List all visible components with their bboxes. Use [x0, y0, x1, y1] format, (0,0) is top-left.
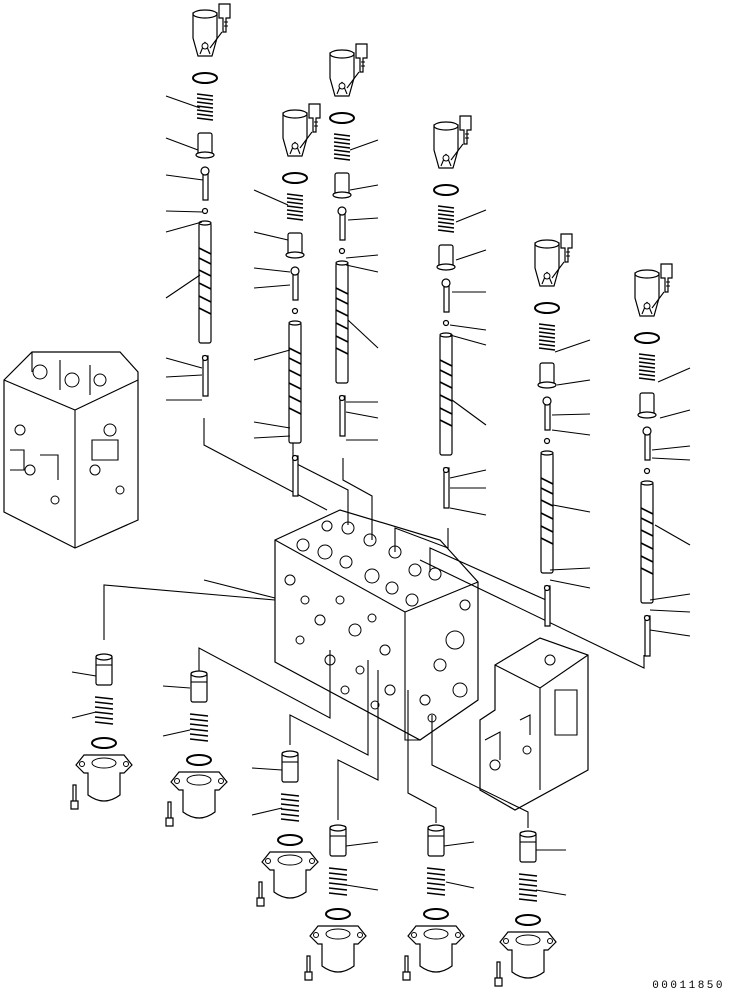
main-valve-body: [275, 510, 478, 740]
spool-assembly-4: [433, 115, 472, 509]
drawing-code: 00011850: [652, 980, 725, 992]
spool-assembly-1: [192, 3, 231, 397]
relief-valve-assembly-2: [165, 670, 228, 827]
relief-valve-assembly-5: [402, 824, 465, 981]
relief-valve-assembly-1: [70, 653, 133, 810]
side-face-ports: [420, 600, 470, 722]
relief-valve-assembly-4: [304, 824, 367, 981]
front-face-ports: [285, 575, 395, 709]
relief-valve-assembly-3: [256, 750, 319, 907]
left-valve-section-view: [4, 352, 138, 548]
right-end-cover: [480, 638, 588, 810]
spool-assembly-2: [282, 103, 321, 497]
callout-leaders: [72, 96, 690, 895]
spool-assembly-3: [329, 43, 368, 437]
relief-valve-assembly-6: [494, 830, 557, 987]
top-face-ports: [297, 521, 441, 606]
